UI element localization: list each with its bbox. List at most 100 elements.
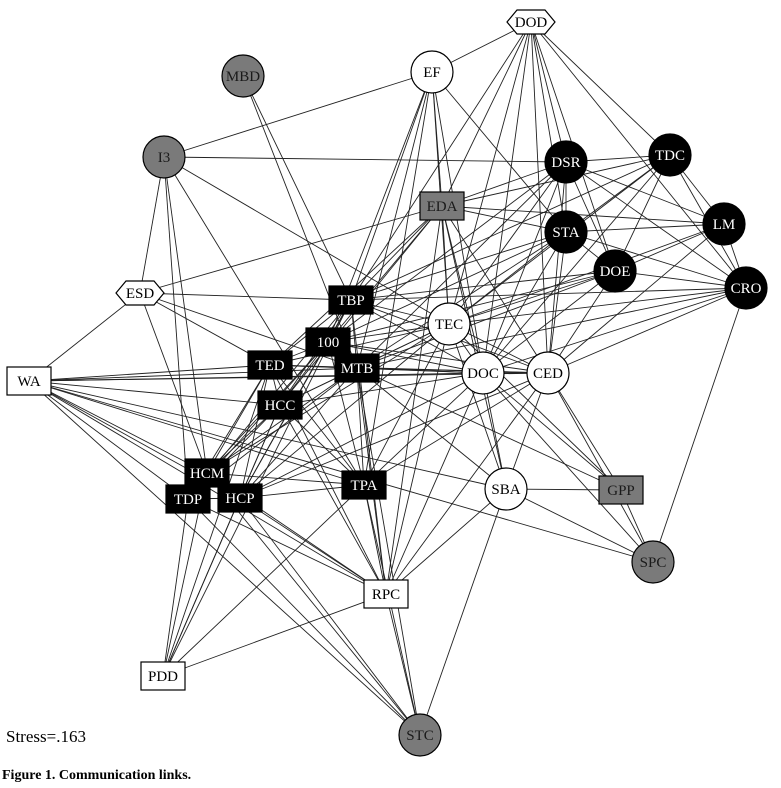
edge-tdp-stc <box>187 498 421 736</box>
edge-sta-doc <box>482 231 567 374</box>
node-label-hcc: HCC <box>265 398 296 414</box>
node-label-doe: DOE <box>600 264 631 280</box>
node-shape-doc <box>461 351 505 395</box>
node-label-mbd: MBD <box>226 69 260 85</box>
node-shape-cro <box>724 266 768 310</box>
edge-mtb-hcp <box>239 367 358 499</box>
node-shape-hcp <box>217 483 263 513</box>
edge-hcm-tpa <box>206 472 365 486</box>
edge-wa-tdp <box>28 380 189 500</box>
edge-i3-hcm <box>163 156 208 474</box>
node-doc: DOC <box>461 351 505 395</box>
node-shape-wa <box>6 366 52 396</box>
node-label-ced: CED <box>533 366 563 382</box>
node-shape-lm <box>702 202 746 246</box>
edge-doc-rpc <box>385 372 484 595</box>
edge-tdc-doc <box>482 154 671 374</box>
edge-doc-tpa <box>363 372 484 486</box>
edge-i3-esd <box>139 156 165 294</box>
node-cro: CRO <box>724 266 768 310</box>
edge-mtb-hcm <box>206 367 358 474</box>
node-mbd: MBD <box>221 54 265 98</box>
node-shape-eda <box>419 191 465 221</box>
edge-dod-dsr <box>530 21 567 163</box>
node-shape-tdp <box>165 484 211 514</box>
edge-dod-cro <box>530 21 747 289</box>
node-shape-sba <box>484 467 528 511</box>
node-label-doc: DOC <box>467 366 499 382</box>
node-shape-100 <box>305 327 351 357</box>
edge-doe-tbp <box>350 270 616 301</box>
node-label-tpa: TPA <box>351 478 378 494</box>
edge-wa-stc <box>28 380 421 736</box>
node-esd: ESD <box>115 280 165 306</box>
node-label-ef: EF <box>423 65 441 81</box>
node-ef: EF <box>410 50 454 94</box>
edge-dod-tbp <box>350 21 532 301</box>
edge-dod-eda <box>441 21 532 207</box>
edge-sta-tec <box>448 231 567 325</box>
node-wa: WA <box>6 366 52 396</box>
edge-tbp-rpc <box>350 299 387 595</box>
edge-dsr-tec <box>448 161 567 325</box>
node-label-eda: EDA <box>427 199 458 215</box>
node-label-hcp: HCP <box>225 491 254 507</box>
edge-dod-tdc <box>530 21 671 156</box>
edge-cro-tbp <box>350 287 747 301</box>
node-doe: DOE <box>593 249 637 293</box>
node-hcc: HCC <box>257 390 303 420</box>
node-pdd: PDD <box>140 661 186 691</box>
node-label-wa: WA <box>17 374 40 390</box>
node-shape-doe <box>593 249 637 293</box>
node-shape-ef <box>410 50 454 94</box>
edge-cro-tec <box>448 287 747 325</box>
node-shape-tdc <box>648 133 692 177</box>
edge-sta-ced <box>547 231 567 374</box>
edge-ted-wa <box>28 364 271 382</box>
edge-ef-tbp <box>350 71 433 301</box>
node-i3: I3 <box>142 135 186 179</box>
edge-rpc-pdd <box>162 593 387 677</box>
edge-tpa-stc <box>363 484 421 736</box>
node-dsr: DSR <box>544 140 588 184</box>
node-shape-dsr <box>544 140 588 184</box>
node-shape-hcc <box>257 390 303 420</box>
edge-sta-tbp <box>350 231 567 301</box>
node-label-stc: STC <box>406 728 434 744</box>
edge-eda-rpc <box>385 205 443 595</box>
node-label-cro: CRO <box>731 281 762 297</box>
node-shape-tbp <box>328 285 374 315</box>
edge-doc-hcc <box>279 372 484 406</box>
edge-doe-tec <box>448 270 616 325</box>
figure-caption: Figure 1. Communication links. <box>2 768 192 783</box>
edge-eda-100 <box>327 205 443 343</box>
edge-eda-esd <box>139 205 443 294</box>
edge-sta-mtb <box>356 231 567 369</box>
node-shape-sta <box>544 210 588 254</box>
edge-sta-lm <box>565 223 725 233</box>
edge-cro-spc <box>652 287 747 563</box>
edge-dsr-doc <box>482 161 567 374</box>
edge-mtb-sba <box>356 367 507 490</box>
edge-100-tpa <box>327 341 365 486</box>
edge-tec-hcp <box>239 323 450 499</box>
node-shape-gpp <box>598 475 644 505</box>
node-label-pdd: PDD <box>148 669 178 685</box>
edge-ef-doc <box>431 71 484 374</box>
edge-tec-rpc <box>385 323 450 595</box>
node-label-ted: TED <box>255 358 284 374</box>
node-gpp: GPP <box>598 475 644 505</box>
edge-dod-tec <box>448 21 532 325</box>
edge-hcp-stc <box>239 497 421 736</box>
node-rpc: RPC <box>363 579 409 609</box>
edge-cro-mtb <box>356 287 747 369</box>
edge-doe-100 <box>327 270 616 343</box>
edge-100-ced <box>327 341 549 374</box>
node-tdp: TDP <box>165 484 211 514</box>
edge-mtb-wa <box>28 367 358 382</box>
node-dod: DOD <box>506 9 556 35</box>
node-label-dod: DOD <box>515 15 548 31</box>
node-stc: STC <box>398 713 442 757</box>
node-hcp: HCP <box>217 483 263 513</box>
